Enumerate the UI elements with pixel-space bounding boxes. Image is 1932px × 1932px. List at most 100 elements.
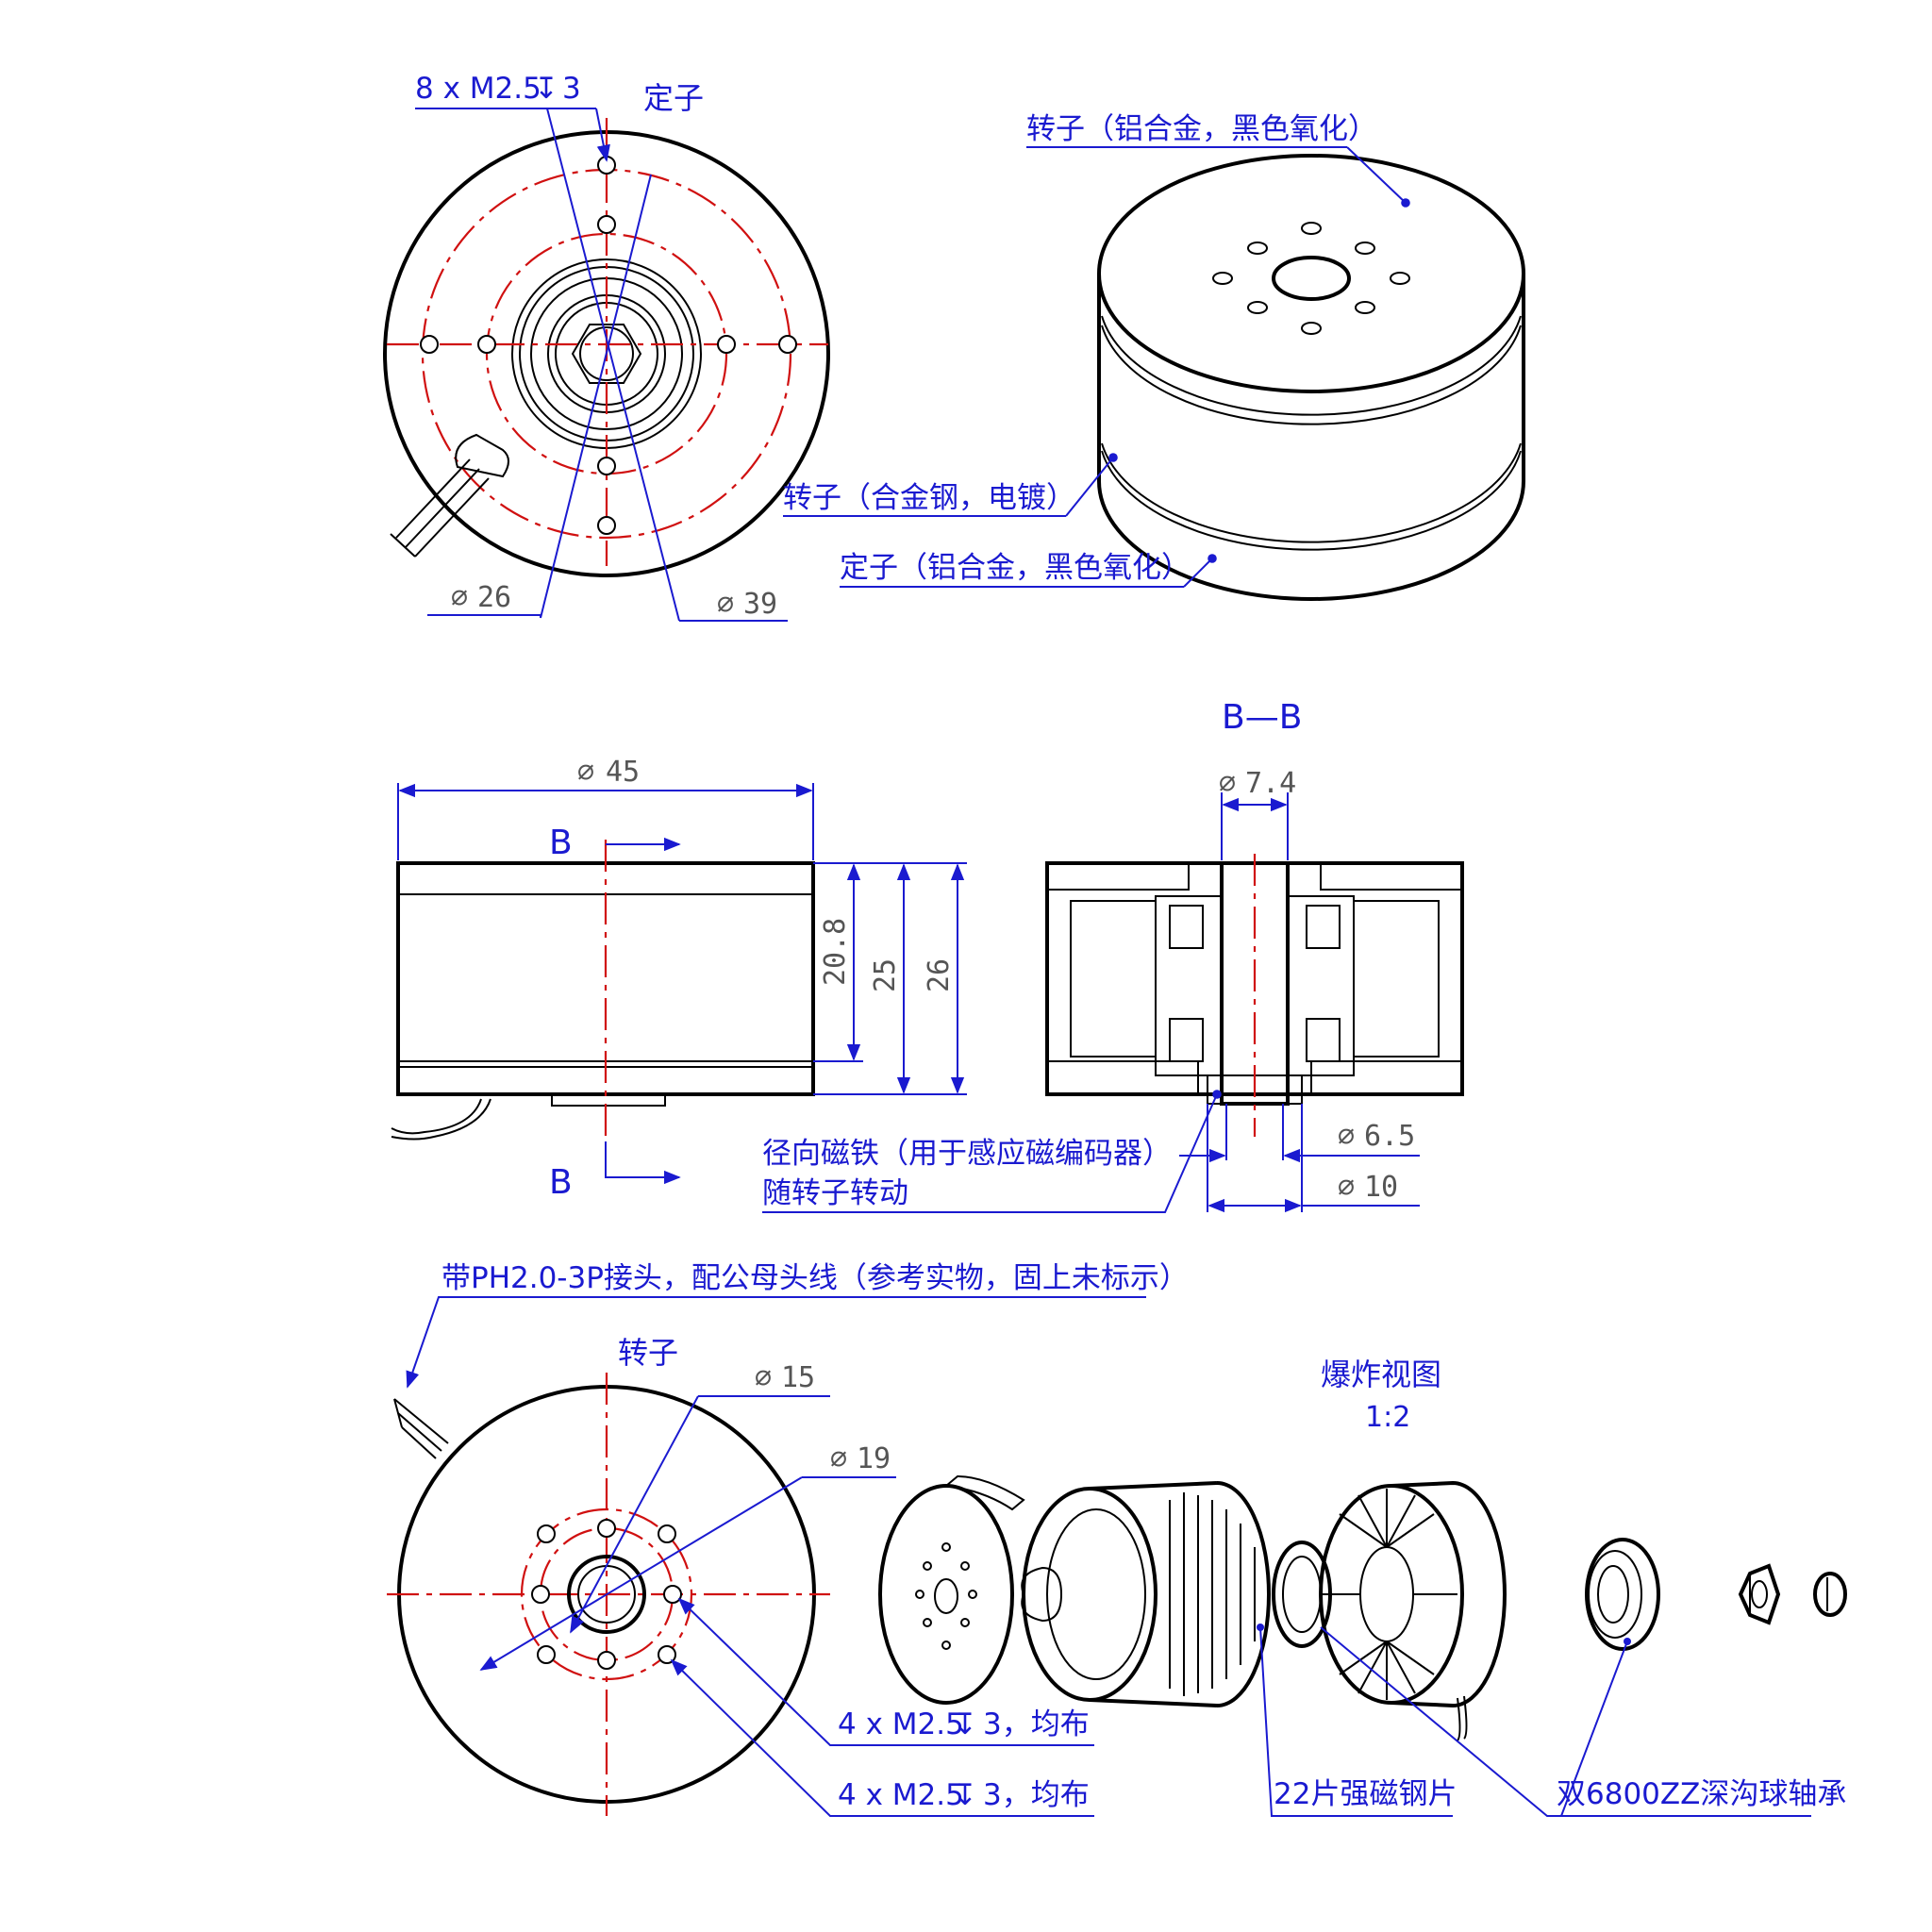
bearing-leader-2 xyxy=(1560,1641,1628,1817)
iso-band-2 xyxy=(1101,325,1522,425)
top-callout-leader xyxy=(595,108,610,162)
exploded-nut xyxy=(1738,1563,1781,1625)
d74-value: 7.4 xyxy=(1245,767,1296,800)
iso-band-3 xyxy=(1101,442,1522,543)
magnet-note-leader xyxy=(762,1090,1222,1213)
magnets-label: 22片强磁钢片 xyxy=(1274,1777,1457,1811)
section-title: B—B xyxy=(1222,698,1302,737)
section-mark-top: B xyxy=(549,824,573,862)
section-bearing-l2 xyxy=(1169,1018,1204,1062)
exploded-bearing xyxy=(1585,1538,1660,1651)
depth-icon: ↧ xyxy=(953,1707,977,1741)
iso-rotor-ring-label: 转子（合金钢，电镀） xyxy=(783,481,1075,515)
d39-dimension-line xyxy=(546,108,680,622)
top-stator-label: 定子 xyxy=(643,80,704,116)
d15-dim-line xyxy=(570,1395,699,1634)
holes-callout-1: 4 x M2.5 xyxy=(838,1707,964,1741)
bottom-view: 带PH2.0-3P接头，配公母头线（参考实物，固上未标示） 转子 ⌀ xyxy=(387,1261,1189,1817)
iso-top-ellipse xyxy=(1097,154,1525,393)
exploded-title: 爆炸视图 xyxy=(1321,1357,1441,1392)
d26-leader xyxy=(427,614,541,618)
bottom-pcd-outer xyxy=(520,1507,693,1681)
section-hatch-inner-left xyxy=(1155,895,1223,1076)
top-thread-callout: 8 x M2.5 xyxy=(415,72,541,106)
d10-symbol-icon: ⌀ xyxy=(1338,1171,1355,1204)
iso-rotor-top-label: 转子（铝合金，黑色氧化） xyxy=(1026,112,1377,146)
exploded-spacer-inner xyxy=(1282,1556,1322,1633)
iso-view: 转子（铝合金，黑色氧化） 转子（合金钢，电镀） 定子（铝合金，黑色氧化） xyxy=(783,112,1525,601)
d10-value: 10 xyxy=(1364,1171,1398,1204)
connector-note: 带PH2.0-3P接头，配公母头线（参考实物，固上未标示） xyxy=(441,1261,1189,1295)
bearing-label: 双6800ZZ深沟球轴承 xyxy=(1557,1777,1846,1811)
exploded-rotor-bell xyxy=(1021,1481,1271,1707)
section-hatch-top-left xyxy=(1046,862,1190,891)
side-wires xyxy=(391,1098,491,1141)
exploded-scale: 1:2 xyxy=(1365,1401,1410,1434)
top-shaft xyxy=(579,326,634,381)
section-hatch-right xyxy=(1353,900,1440,1058)
h26-value: 26 xyxy=(923,958,956,992)
d45-value: 45 xyxy=(606,756,640,789)
d74-symbol-icon: ⌀ xyxy=(1219,767,1236,800)
exploded-stator xyxy=(1319,1480,1507,1741)
d65-value: 6.5 xyxy=(1364,1120,1415,1153)
section-arrow-bottom xyxy=(605,1141,681,1185)
iso-bottom-edge xyxy=(1097,480,1525,601)
depth-icon: ↧ xyxy=(953,1778,977,1812)
iso-stator-leader xyxy=(1183,554,1217,588)
side-bottom-boss xyxy=(551,1093,666,1107)
h208-value: 20.8 xyxy=(819,918,852,986)
holes-callout-1-leader xyxy=(677,1597,1094,1746)
iso-rotor-ring-leader xyxy=(1065,453,1118,517)
section-bearing-r2 xyxy=(1306,1018,1341,1062)
holes-callout-2: 4 x M2.5 xyxy=(838,1778,964,1812)
exploded-view: 爆炸视图 1:2 xyxy=(878,1357,1847,1817)
iso-band-4 xyxy=(1101,450,1522,551)
iso-rotor-top-leader xyxy=(1346,146,1410,208)
exploded-end-cap xyxy=(878,1474,1025,1705)
bearing-leader-dot xyxy=(1624,1638,1631,1645)
holes-callout-2-tail: 3，均布 xyxy=(983,1778,1090,1812)
top-hex-nut xyxy=(571,324,642,384)
section-hatch-left xyxy=(1070,900,1157,1058)
bottom-wire-stub xyxy=(393,1398,449,1459)
iso-bolt-holes xyxy=(1212,222,1410,335)
d39-value: 39 xyxy=(743,588,777,621)
holes-callout-1-tail: 3，均布 xyxy=(983,1707,1090,1741)
h25-value: 25 xyxy=(869,958,902,992)
d26-dimension-line xyxy=(540,174,652,619)
d65-symbol-icon: ⌀ xyxy=(1338,1120,1355,1153)
d15-value: 15 xyxy=(781,1361,815,1394)
section-hatch-top-right xyxy=(1320,862,1463,891)
d26-symbol-icon: ⌀ xyxy=(451,581,468,614)
iso-band-1 xyxy=(1101,315,1522,416)
d39-symbol-icon: ⌀ xyxy=(717,588,734,621)
magnets-leader-dot xyxy=(1257,1624,1264,1631)
top-thread-depth: 3 xyxy=(562,72,581,106)
connector-note-leader xyxy=(406,1296,1146,1389)
magnet-note-line1: 径向磁铁（用于感应磁编码器） xyxy=(762,1137,1172,1171)
top-mount-holes xyxy=(420,156,797,535)
section-view: B—B ⌀ 7.4 ⌀ 6.5 ⌀ 1 xyxy=(762,698,1464,1213)
magnets-leader xyxy=(1259,1626,1453,1817)
top-view: 8 x M2.5 ↧ 3 定子 ⌀ 26 ⌀ 39 xyxy=(383,72,830,622)
d15-symbol-icon: ⌀ xyxy=(755,1361,772,1394)
top-wire-bundle xyxy=(390,433,509,558)
section-hatch-bottom-right xyxy=(1310,1060,1463,1095)
holes-callout-2-leader xyxy=(670,1658,1094,1817)
bottom-rotor-label: 转子 xyxy=(618,1335,678,1371)
bottom-holes xyxy=(531,1519,682,1670)
d19-value: 19 xyxy=(857,1442,891,1475)
d26-value: 26 xyxy=(477,581,511,614)
exploded-washer xyxy=(1813,1572,1847,1617)
magnet-note-line2: 随转子转动 xyxy=(762,1176,908,1210)
depth-icon: ↧ xyxy=(534,72,558,106)
iso-center-hole xyxy=(1272,256,1351,301)
bottom-shaft-outer xyxy=(567,1555,646,1634)
section-hatch-inner-right xyxy=(1287,895,1355,1076)
section-hatch-bottom-left xyxy=(1046,1060,1199,1095)
bearing-leader-1 xyxy=(1320,1626,1811,1817)
d19-dim-line xyxy=(479,1476,803,1671)
section-bearing-l1 xyxy=(1169,905,1204,949)
section-bearing-r1 xyxy=(1306,905,1341,949)
